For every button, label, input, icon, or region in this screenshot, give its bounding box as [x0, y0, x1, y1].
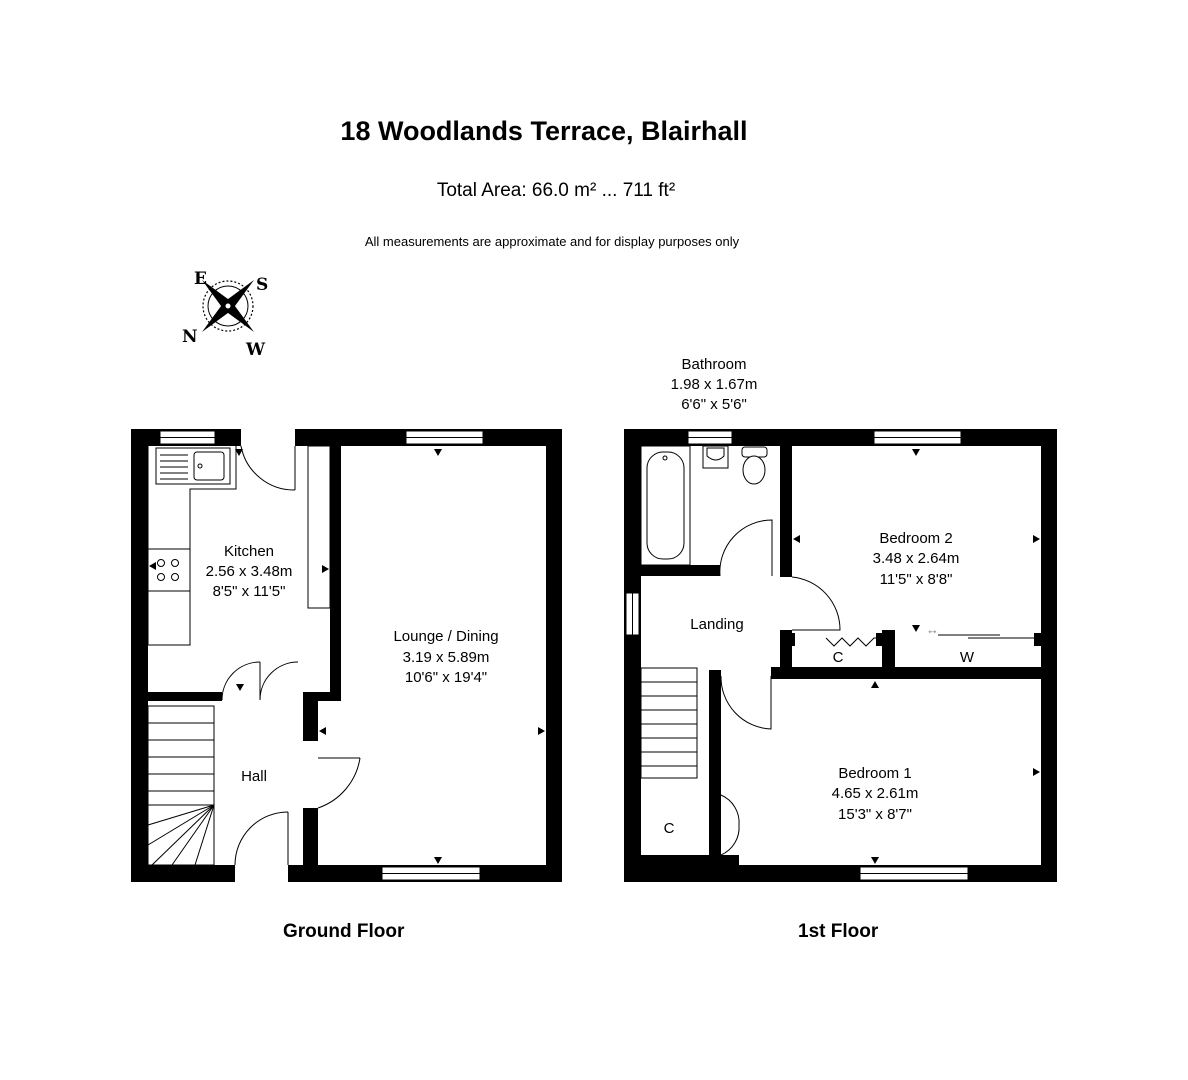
compass-n: N [182, 327, 198, 347]
bedroom2-metric: 3.48 x 2.64m [873, 550, 960, 567]
compass-rose-icon: E S N W [182, 269, 268, 360]
first-floor-label: 1st Floor [798, 921, 879, 942]
cupboard-c-bedroom2: C [833, 649, 844, 666]
total-area: Total Area: 66.0 m² ... 711 ft² [436, 180, 676, 201]
svg-text:↔: ↔ [926, 622, 939, 637]
bathroom-name: Bathroom [681, 356, 746, 373]
cupboard-c-bedroom1: C [664, 820, 675, 837]
compass-e: E [194, 269, 207, 289]
bathroom-imperial: 6'6" x 5'6" [681, 396, 747, 413]
bedroom1-name: Bedroom 1 [838, 765, 911, 782]
kitchen-name: Kitchen [224, 543, 274, 560]
landing-name: Landing [690, 616, 743, 633]
lounge-imperial: 10'6" x 19'4" [405, 669, 487, 686]
compass-s: S [256, 275, 268, 295]
first-floor-plan: ↔ [624, 429, 1057, 882]
bedroom1-imperial: 15'3" x 8'7" [838, 806, 912, 823]
lounge-name: Lounge / Dining [393, 628, 498, 645]
lounge-metric: 3.19 x 5.89m [403, 649, 490, 666]
bathroom-metric: 1.98 x 1.67m [671, 376, 758, 393]
kitchen-imperial: 8'5" x 11'5" [213, 583, 286, 600]
ground-floor-label: Ground Floor [283, 921, 405, 942]
wardrobe-w: W [960, 649, 975, 666]
bedroom2-imperial: 11'5" x 8'8" [880, 571, 953, 588]
disclaimer: All measurements are approximate and for… [364, 234, 740, 249]
bedroom1-metric: 4.65 x 2.61m [832, 785, 919, 802]
hall-name: Hall [241, 768, 267, 785]
page-title: 18 Woodlands Terrace, Blairhall [340, 116, 748, 146]
compass-w: W [245, 340, 266, 360]
ground-floor-plan [131, 429, 562, 882]
bedroom2-name: Bedroom 2 [879, 530, 952, 547]
kitchen-metric: 2.56 x 3.48m [206, 563, 293, 580]
